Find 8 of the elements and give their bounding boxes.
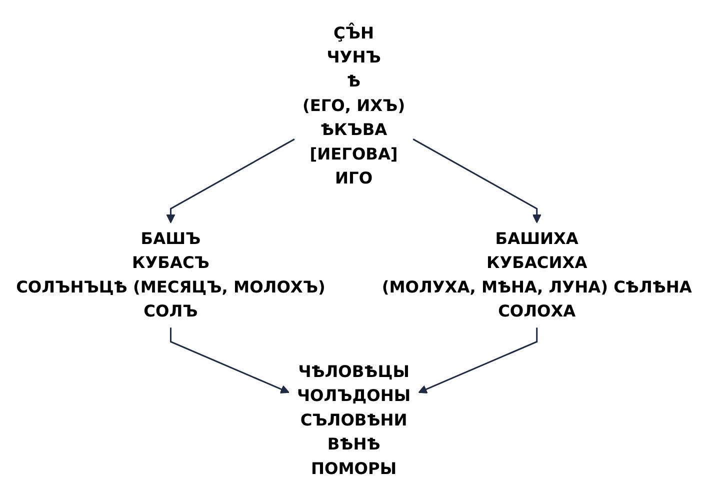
arrow [166, 138, 295, 224]
arrow [170, 328, 290, 394]
arrow [418, 328, 538, 394]
node-text: ҪЪ̂Н ЧУНЪ Ѣ (ЕГО, ИХЪ) ѢКЪВА [ИЕГОВА] ИГО [302, 23, 406, 188]
arrow [412, 138, 542, 224]
node-text: БАШЪ КУБАСЪ СОЛЪНЪЦѢ (МЕСЯЦЪ, МОЛОХЪ) СОЛЪ [16, 228, 326, 321]
node-text: ЧѢЛОВѢЦЫ ЧОЛЪДОНЫ СЪЛОВѢНИ ВѢНѢ ПОМОРЫ [297, 362, 411, 478]
node-text: БАШИХА КУБАСИХА (МОЛУХА, МѢНА, ЛУНА) СѢЛѢНА СОЛОХА [382, 228, 692, 321]
